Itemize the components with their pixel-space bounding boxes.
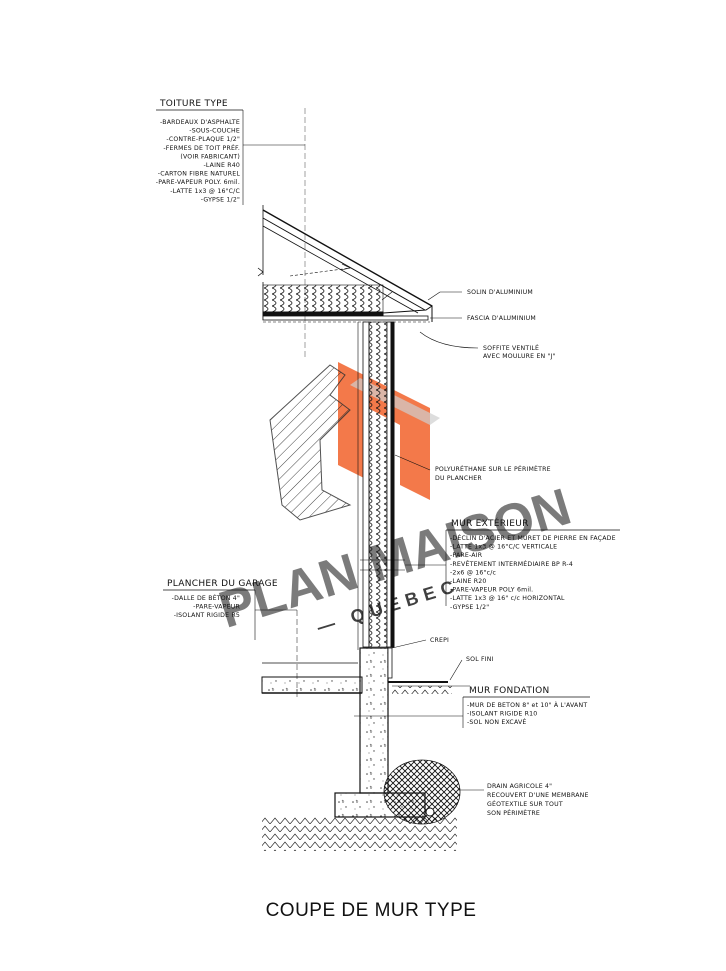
foundation-wall <box>262 647 470 851</box>
crepi-label: CREPI <box>430 637 449 644</box>
drain-item: GÉOTEXTILE SUR TOUT <box>487 799 563 808</box>
exterior-wall-item: -LATTE 1x3 @ 16" c/c HORIZONTAL <box>450 594 565 602</box>
garage-floor-item: -PARE-VAPEUR <box>193 604 240 611</box>
exterior-wall <box>357 321 405 650</box>
garage-floor-heading: PLANCHER DU GARAGE <box>167 579 278 589</box>
polyurethane-label-2: DU PLANCHER <box>435 475 482 482</box>
foundation-item: -MUR DE BETON 8" et 10" À L'AVANT <box>467 700 587 709</box>
fascia-label: FASCIA D'ALUMINIUM <box>467 315 536 322</box>
roof-item: -CONTRE-PLAQUE 1/2" <box>166 136 240 143</box>
garage-floor-item: -ISOLANT RIGIDE R5 <box>174 612 240 619</box>
roof-item: -LAINE R40 <box>203 162 240 169</box>
foundation-item: -SOL NON EXCAVÉ <box>467 717 527 726</box>
watermark-orange-shape <box>338 362 430 500</box>
drain-gravel-bed <box>383 759 461 825</box>
roof-callout: TOITURE TYPE -BARDEAUX D'ASPHALTE -SOUS-C… <box>156 99 305 205</box>
exterior-wall-item: -GYPSE 1/2" <box>450 604 489 611</box>
roof-item: -SOUS-COUCHE <box>189 128 240 135</box>
roof-heading: TOITURE TYPE <box>159 99 228 109</box>
garage-floor-item: -DALLE DE BÉTON 4" <box>172 593 240 602</box>
drawing-title: COUPE DE MUR TYPE <box>266 900 477 921</box>
roof-item: -PARE-VAPEUR POLY. 6mil. <box>156 179 240 186</box>
exterior-wall-item: -PARE-VAPEUR POLY 6mil. <box>450 587 533 594</box>
exterior-wall-callout: MUR EXTÉRIEUR -DÉCLIN D'ACIER ET MURET D… <box>405 517 620 611</box>
exterior-wall-item: -REVÊTEMENT INTERMÉDIAIRE BP R-4 <box>450 559 573 568</box>
drain-item: RECOUVERT D'UNE MEMBRANE <box>487 792 589 799</box>
exterior-wall-item: -PARE-AIR <box>450 552 483 559</box>
foundation-items: -MUR DE BETON 8" et 10" À L'AVANT -ISOLAN… <box>467 700 587 726</box>
roof-edge-callouts <box>391 291 479 681</box>
garage-floor-callout: PLANCHER DU GARAGE -DALLE DE BÉTON 4" -PA… <box>163 579 297 640</box>
roof-item: (VOIR FABRICANT) <box>180 153 240 160</box>
roof-item: -FERMES DE TOIT PRÉF. <box>163 143 240 152</box>
drain-items: DRAIN AGRICOLE 4" RECOUVERT D'UNE MEMBRAN… <box>487 783 589 817</box>
garage-floor-items: -DALLE DE BÉTON 4" -PARE-VAPEUR-ISOLANT R… <box>172 593 241 619</box>
roof-item: -BARDEAUX D'ASPHALTE <box>160 119 240 126</box>
garage-floor-slab <box>261 610 363 700</box>
foundation-heading: MUR FONDATION <box>469 686 550 696</box>
roof-item: -LATTE 1x3 @ 16"C/C <box>170 187 240 195</box>
watermark-text: PLAN MAISON <box>213 478 578 640</box>
exterior-wall-item: -LAINE R20 <box>450 578 487 585</box>
drain-pipe <box>425 807 435 817</box>
foundation-item: -ISOLANT RIGIDE R10 <box>467 711 537 718</box>
roof-item: -GYPSE 1/2" <box>201 196 240 203</box>
polyurethane-label-1: POLYURÉTHANE SUR LE PÉRIMÈTRE <box>435 464 551 473</box>
soffite-label-2: AVEC MOULURE EN "J" <box>483 353 556 360</box>
roof-items: -BARDEAUX D'ASPHALTE -SOUS-COUCHE-CONTRE-… <box>156 119 241 203</box>
watermark-hatched-house <box>269 364 352 521</box>
solin-label: SOLIN D'ALUMINIUM <box>467 289 533 296</box>
exterior-wall-heading: MUR EXTÉRIEUR <box>451 517 529 529</box>
roof-item: -CARTON FIBRE NATUREL <box>158 171 241 178</box>
exterior-wall-item: -DÉCLIN D'ACIER ET MURET DE PIERRE EN FA… <box>450 533 616 542</box>
sol-fini-label: SOL FINI <box>466 656 494 663</box>
exterior-wall-item: -LATTE 1x3 @ 16"C/C VERTICALE <box>450 543 557 551</box>
exterior-wall-item: -2x6 @ 16"c/c <box>450 568 496 576</box>
drain-callout: DRAIN AGRICOLE 4" RECOUVERT D'UNE MEMBRAN… <box>458 783 589 817</box>
soffite-label-1: SOFFITE VENTILÉ <box>483 343 539 352</box>
drain-item: SON PÉRIMÈTRE <box>487 808 540 817</box>
roof-assembly <box>257 108 433 360</box>
drain-item: DRAIN AGRICOLE 4" <box>487 783 552 790</box>
foundation-callout: MUR FONDATION -MUR DE BETON 8" et 10" À … <box>410 686 590 728</box>
exterior-wall-items: -DÉCLIN D'ACIER ET MURET DE PIERRE EN FA… <box>450 533 616 611</box>
